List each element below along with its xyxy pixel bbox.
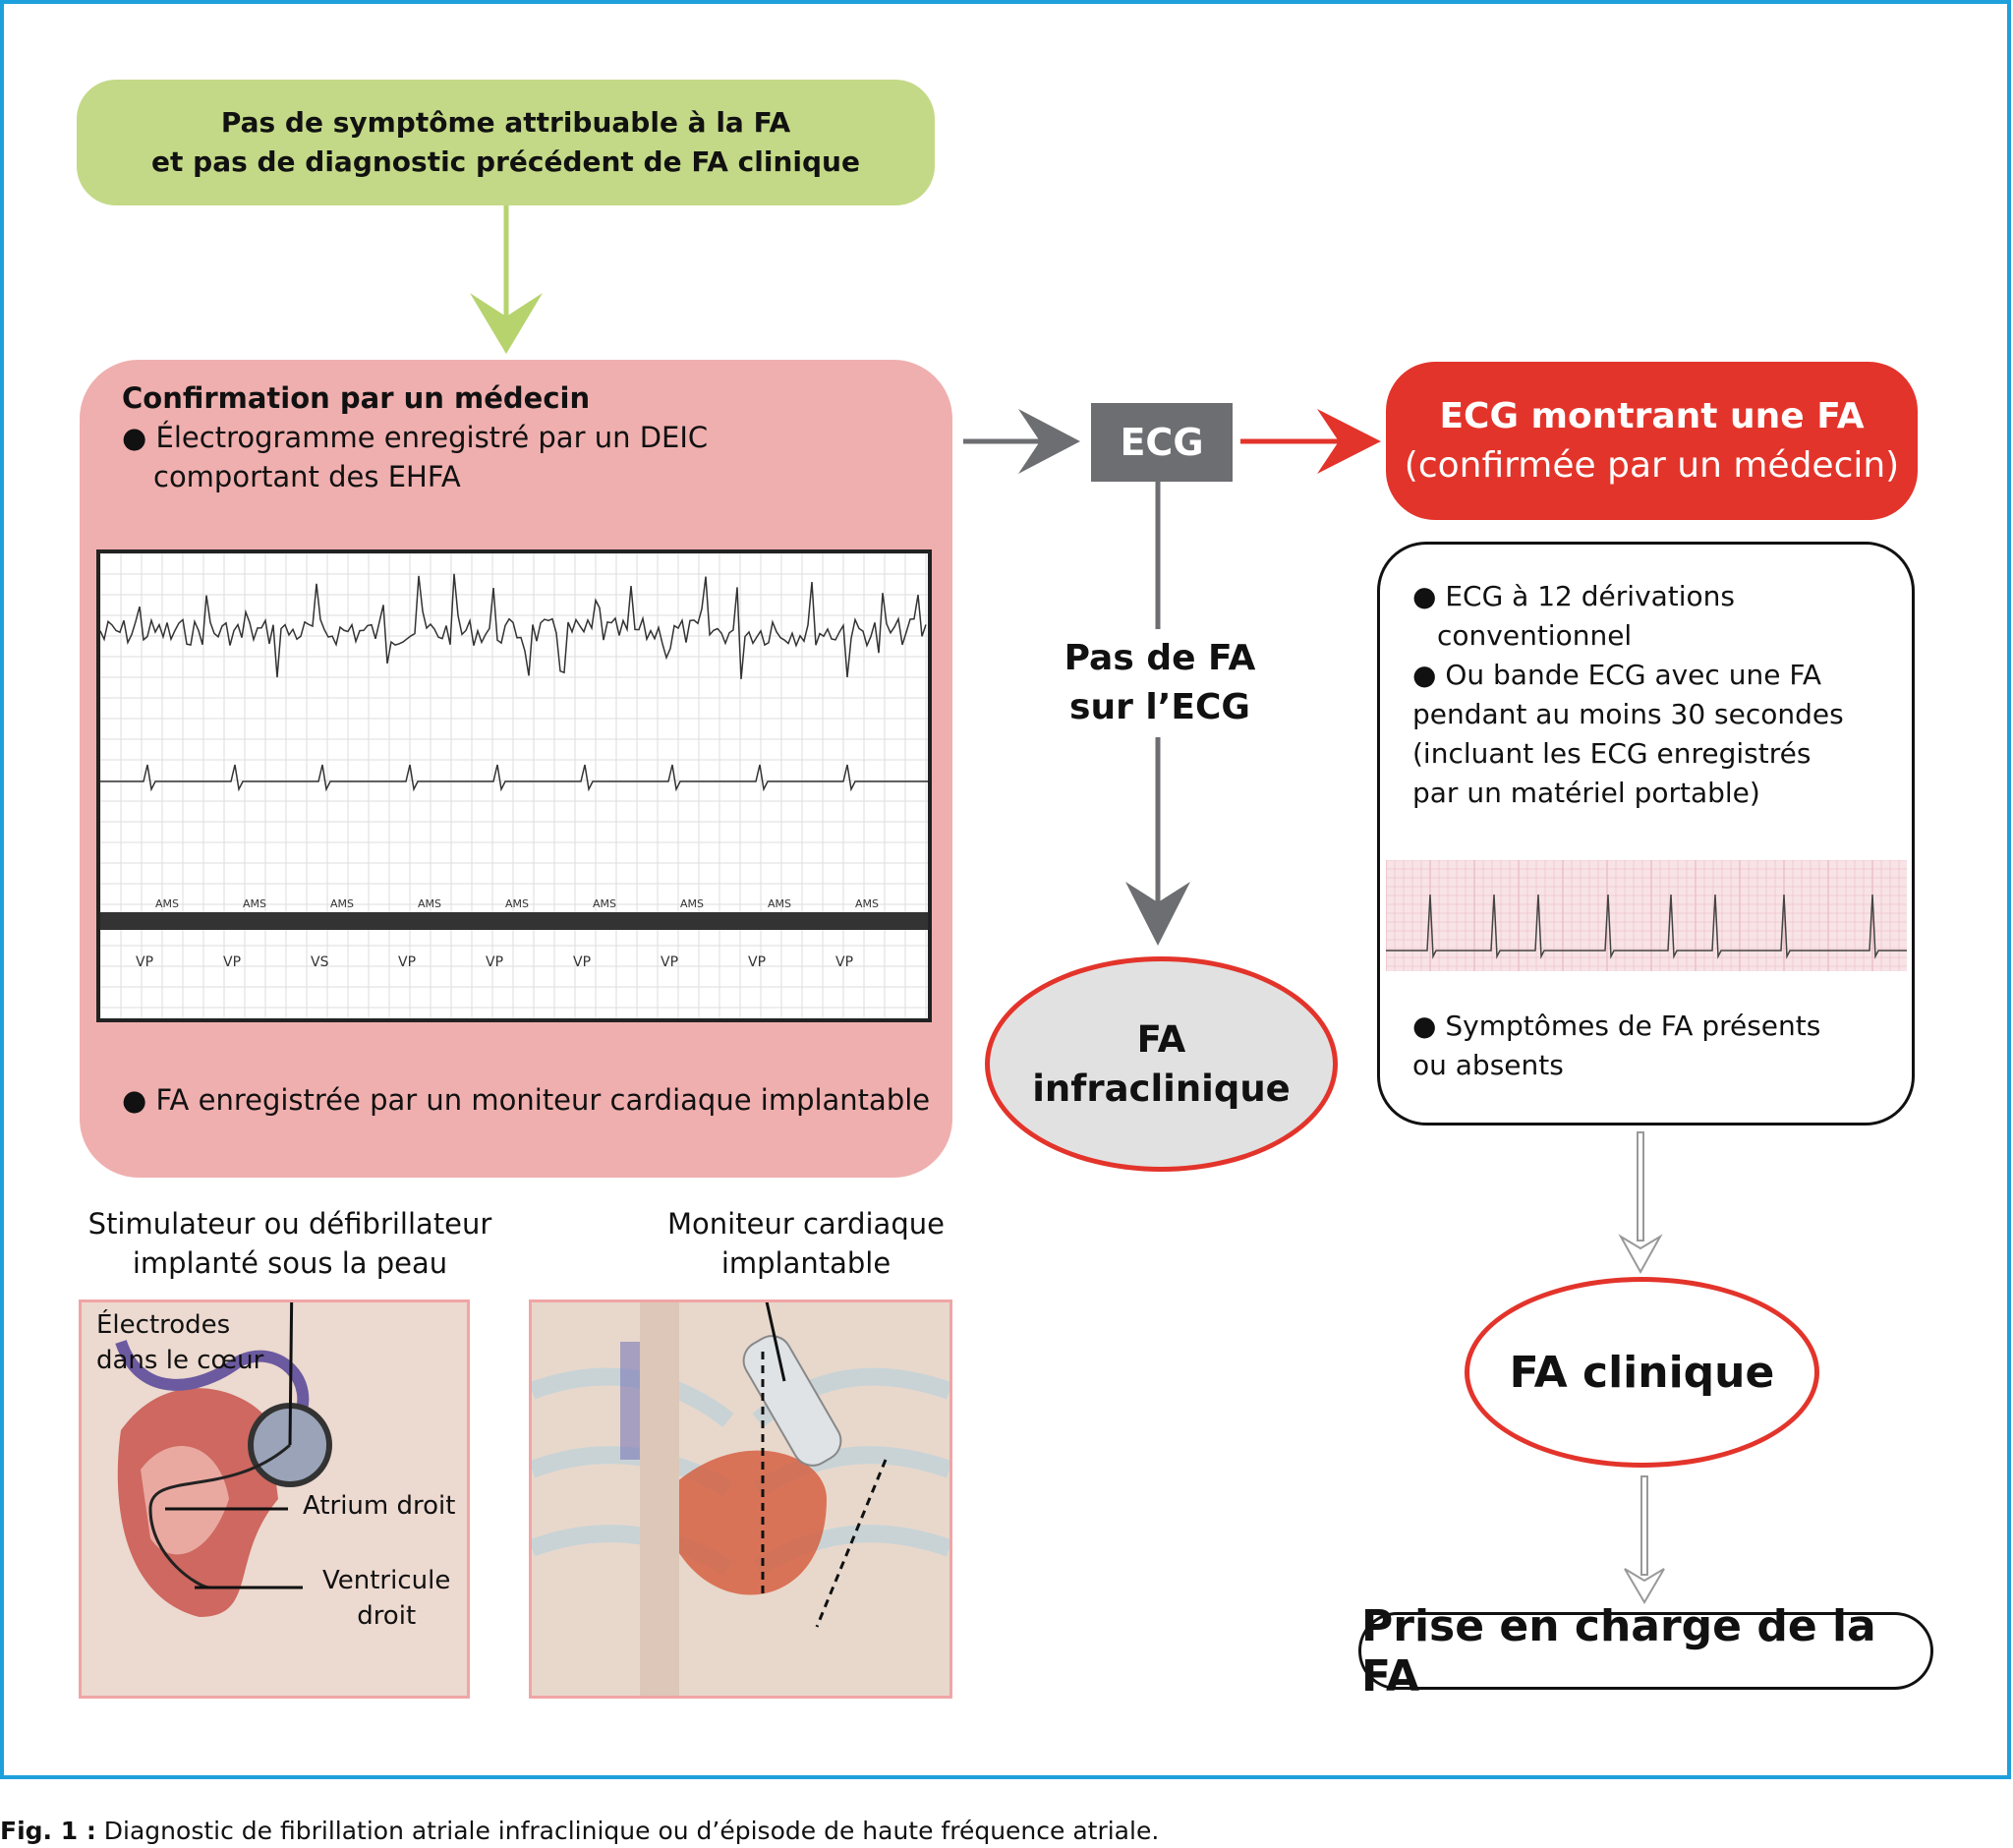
no-af-line2: sur l’ECG bbox=[1069, 687, 1250, 727]
marker-annotation: AMS bbox=[855, 897, 879, 910]
subclinical-line1: FA bbox=[1136, 1017, 1186, 1061]
criteria-b2-l3: (incluant les ECG enregistrés bbox=[1412, 737, 1812, 770]
electrogram-trace: VP AMS VP AMS VS AMS VP AMS VP AMS VP AMS VP AMS VP AMS… bbox=[100, 553, 928, 1018]
confirmation-bullet1: ● Électrogramme enregistré par un DEIC bbox=[122, 421, 709, 454]
device2-title-l2: implantable bbox=[720, 1246, 891, 1280]
marker-annotation: AMS bbox=[418, 897, 441, 910]
marker-label: VP bbox=[223, 954, 241, 970]
no-af-label: Pas de FA sur l’ECG bbox=[1042, 634, 1278, 732]
ecg-box: ECG bbox=[1091, 403, 1233, 482]
marker-band bbox=[100, 912, 928, 930]
subclinical-line2: infraclinique bbox=[1032, 1067, 1291, 1110]
confirmation-title: Confirmation par un médecin bbox=[122, 381, 591, 415]
criteria-b1-l1: ECG à 12 dérivations bbox=[1445, 580, 1736, 612]
caption-text: Diagnostic de fibrillation atriale infra… bbox=[95, 1817, 1160, 1845]
ecg-af-box: ECG montrant une FA (confirmée par un mé… bbox=[1386, 362, 1918, 520]
marker-annotation: AMS bbox=[155, 897, 179, 910]
figure-caption: Fig. 1 : Diagnostic de fibrillation atri… bbox=[0, 1817, 1159, 1845]
criteria-b3: ● Symptômes de FA présents bbox=[1412, 1010, 1821, 1042]
ventricle-l1: Ventricule bbox=[322, 1566, 451, 1595]
marker-label: VP bbox=[486, 954, 503, 970]
ventricular-channel bbox=[100, 764, 928, 792]
device2-title-l1: Moniteur cardiaque bbox=[667, 1207, 945, 1241]
criteria-b2: ● Ou bande ECG avec une FA bbox=[1412, 659, 1822, 691]
marker-annotation: AMS bbox=[505, 897, 529, 910]
start-line2: et pas de diagnostic précédent de FA cli… bbox=[151, 145, 860, 178]
criteria-b1-l2: conventionnel bbox=[1437, 619, 1633, 652]
ventricle-label: Ventricule droit bbox=[322, 1563, 450, 1634]
criteria-b1: ● ECG à 12 dérivations bbox=[1412, 580, 1736, 612]
criteria-b3-l2: ou absents bbox=[1412, 1049, 1564, 1081]
management-box: Prise en charge de la FA bbox=[1358, 1601, 1933, 1702]
marker-label: VP bbox=[398, 954, 416, 970]
marker-annotation: AMS bbox=[680, 897, 704, 910]
electrogram-image: VP AMS VP AMS VS AMS VP AMS VP AMS VP AMS VP AMS VP AMS… bbox=[96, 549, 932, 1022]
chest-drawing bbox=[532, 1302, 949, 1696]
caption-prefix: Fig. 1 : bbox=[0, 1817, 96, 1845]
pacemaker-illustration: Électrodes dans le cœur Atrium droit Vent… bbox=[79, 1299, 470, 1699]
bullet2-text: FA enregistrée par un moniteur cardiaque… bbox=[155, 1083, 931, 1117]
management-label: Prise en charge de la FA bbox=[1361, 1600, 1876, 1702]
subclinical-af-ellipse: FA infraclinique bbox=[985, 956, 1338, 1172]
device2-title: Moniteur cardiaque implantable bbox=[629, 1204, 983, 1283]
device1-title: Stimulateur ou défibrillateur implanté s… bbox=[59, 1204, 521, 1283]
electrodes-label: Électrodes dans le cœur bbox=[96, 1307, 263, 1378]
clinical-label: FA clinique bbox=[1509, 1347, 1775, 1398]
criteria-b3-l1: Symptômes de FA présents bbox=[1445, 1010, 1821, 1042]
marker-label: VP bbox=[835, 954, 853, 970]
ecg-label: ECG bbox=[1120, 421, 1204, 464]
ventricle-l2: droit bbox=[357, 1601, 417, 1631]
criteria-b2-l1: Ou bande ECG avec une FA bbox=[1445, 659, 1822, 691]
figure-frame bbox=[0, 0, 2011, 1779]
criteria-b2-l2: pendant au moins 30 secondes bbox=[1412, 698, 1844, 730]
atrium-label: Atrium droit bbox=[303, 1491, 456, 1521]
bullet1-line2: comportant des EHFA bbox=[153, 460, 461, 493]
ecg-af-subtitle: (confirmée par un médecin) bbox=[1404, 444, 1900, 486]
marker-annotation: AMS bbox=[330, 897, 354, 910]
clinical-af-ellipse: FA clinique bbox=[1465, 1277, 1819, 1468]
criteria-box bbox=[1377, 542, 1915, 1126]
atrial-channel bbox=[100, 573, 927, 679]
heart-drawing bbox=[115, 1302, 332, 1617]
marker-label: VP bbox=[136, 954, 153, 970]
marker-annotation: AMS bbox=[593, 897, 616, 910]
electrodes-l1: Électrodes bbox=[96, 1310, 231, 1340]
marker-label: VP bbox=[661, 954, 678, 970]
device1-title-l2: implanté sous la peau bbox=[132, 1246, 448, 1280]
marker-label: VP bbox=[573, 954, 591, 970]
ecg-trace bbox=[1386, 894, 1907, 959]
marker-annotation: AMS bbox=[768, 897, 791, 910]
confirmation-bullet2: ● FA enregistrée par un moniteur cardiaq… bbox=[122, 1083, 931, 1117]
marker-annotation: AMS bbox=[243, 897, 266, 910]
criteria-b2-l4: par un matériel portable) bbox=[1412, 777, 1760, 809]
electrodes-l2: dans le cœur bbox=[96, 1346, 264, 1375]
start-line1: Pas de symptôme attribuable à la FA bbox=[220, 106, 791, 139]
bullet1-line1: Électrogramme enregistré par un DEIC bbox=[155, 421, 709, 454]
marker-label: VP bbox=[748, 954, 766, 970]
marker-label: VS bbox=[311, 954, 329, 970]
ecg-strip-trace bbox=[1386, 860, 1907, 971]
ecg-af-title: ECG montrant une FA bbox=[1439, 395, 1865, 436]
loop-recorder-illustration bbox=[529, 1299, 952, 1699]
device1-title-l1: Stimulateur ou défibrillateur bbox=[87, 1207, 492, 1241]
ecg-strip bbox=[1386, 860, 1907, 971]
start-box: Pas de symptôme attribuable à la FA et p… bbox=[77, 80, 935, 205]
no-af-line1: Pas de FA bbox=[1064, 638, 1256, 678]
